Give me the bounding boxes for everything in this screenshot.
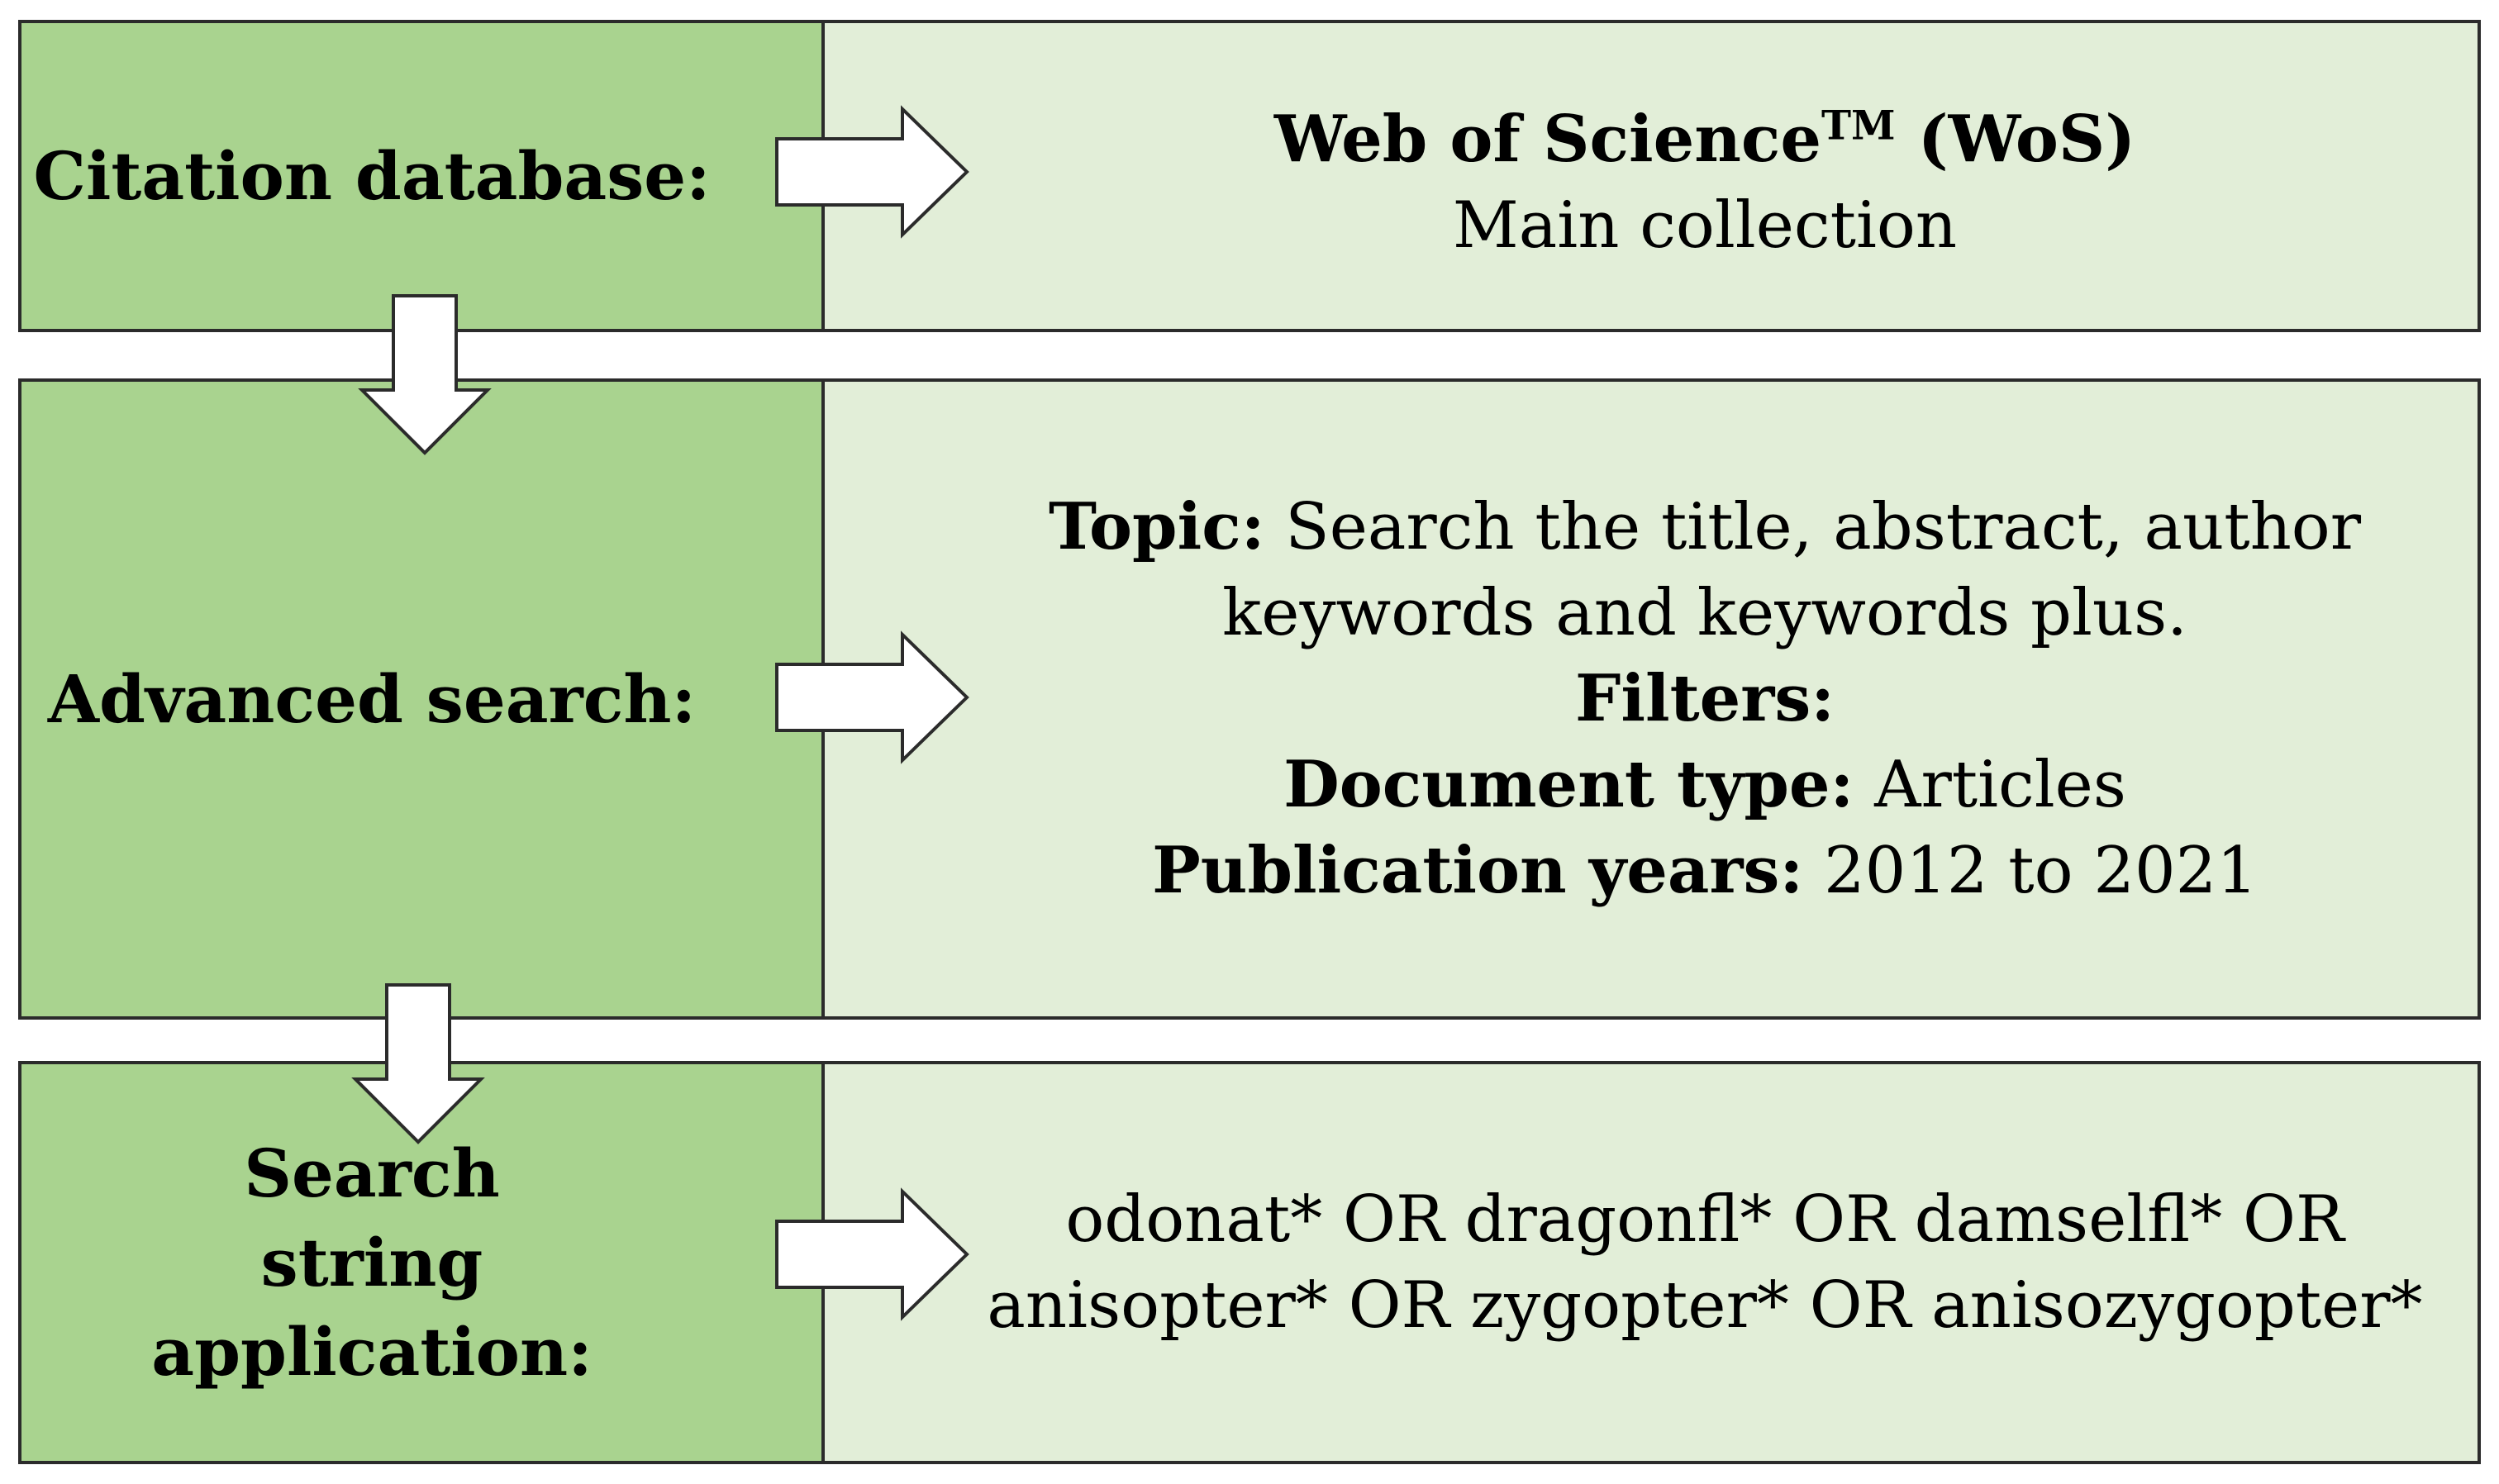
- right-arrow-icon: [775, 105, 969, 239]
- search-string-label: Search string application:: [151, 1134, 593, 1391]
- search-string-content-cell: odonat* OR dragonfl* OR damselfl* OR ani…: [825, 1064, 2478, 1461]
- right-arrow-icon: [775, 1187, 969, 1321]
- search-string-line-1: odonat* OR dragonfl* OR damselfl* OR: [1065, 1182, 2344, 1257]
- advanced-search-row: Advanced search: Topic: Search the title…: [18, 378, 2481, 1020]
- advanced-search-label: Advanced search:: [47, 660, 697, 738]
- down-arrow-icon: [351, 983, 485, 1144]
- citation-database-label-cell: Citation database:: [21, 23, 825, 329]
- search-string-content: odonat* OR dragonfl* OR damselfl* OR ani…: [987, 1177, 2422, 1348]
- database-subtitle: Main collection: [1452, 188, 1958, 264]
- citation-database-content: Web of ScienceTM (WoS) Main collection: [1274, 83, 2135, 269]
- publication-years-line: Publication years: 2012 to 2021: [1152, 833, 2258, 908]
- citation-database-row: Citation database: Web of ScienceTM (WoS…: [18, 20, 2481, 332]
- filters-heading: Filters:: [1574, 661, 1835, 736]
- advanced-search-content-cell: Topic: Search the title, abstract, autho…: [825, 382, 2478, 1016]
- citation-database-content-cell: Web of ScienceTM (WoS) Main collection: [825, 23, 2478, 329]
- citation-database-label: Citation database:: [33, 137, 711, 215]
- document-type-line: Document type: Articles: [1283, 747, 2126, 822]
- advanced-search-content: Topic: Search the title, abstract, autho…: [965, 484, 2444, 914]
- search-string-line-2: anisopter* OR zygopter* OR anisozygopter…: [987, 1268, 2423, 1343]
- right-arrow-icon: [775, 630, 969, 764]
- topic-line: Topic: Search the title, abstract, autho…: [1048, 489, 2362, 650]
- database-title: Web of ScienceTM (WoS): [1273, 102, 2136, 178]
- advanced-search-label-cell: Advanced search:: [21, 382, 825, 1016]
- down-arrow-icon: [358, 294, 492, 455]
